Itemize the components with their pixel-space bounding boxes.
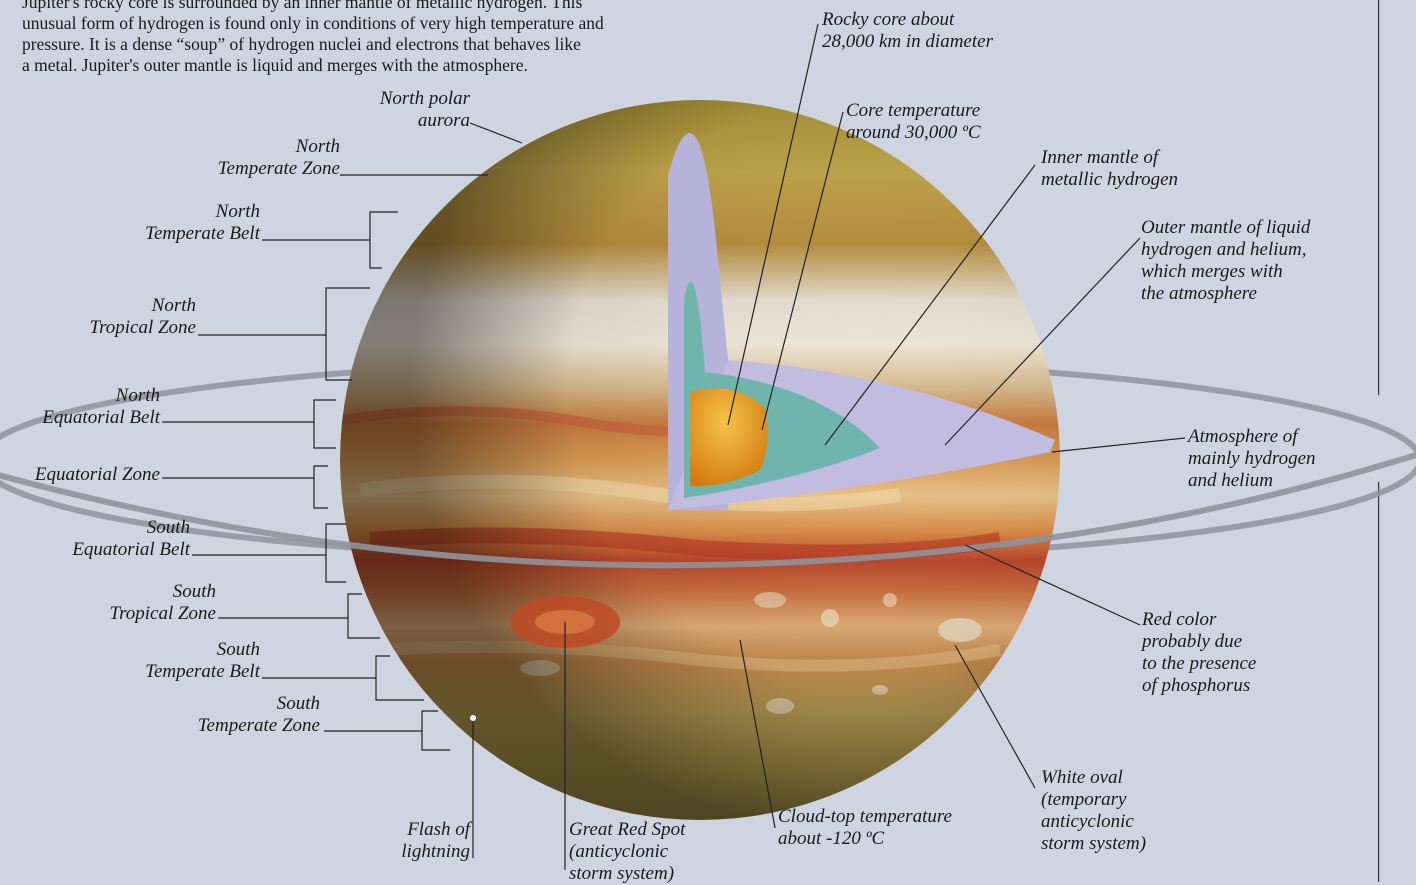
label-line: Great Red Spot — [569, 819, 685, 841]
label-line: Inner mantle of — [1041, 147, 1178, 169]
label-north-temperate-belt: North Temperate Belt — [110, 201, 260, 245]
label-north-polar-aurora: North polar aurora — [330, 88, 470, 132]
label-line: and helium — [1188, 470, 1316, 492]
label-line: Tropical Zone — [50, 317, 196, 339]
label-line: of phosphorus — [1142, 675, 1256, 697]
label-line: North polar — [330, 88, 470, 110]
label-line: North — [10, 385, 160, 407]
label-line: metallic hydrogen — [1041, 169, 1178, 191]
label-line: Atmosphere of — [1188, 426, 1316, 448]
label-flash-of-lightning: Flash of lightning — [360, 819, 470, 863]
label-line: storm system) — [1041, 833, 1146, 855]
intro-line-3: pressure. It is a dense “soup” of hydrog… — [22, 34, 782, 55]
label-inner-mantle: Inner mantle of metallic hydrogen — [1041, 147, 1178, 191]
lightning-flash-icon — [470, 715, 476, 721]
label-line: about -120 ºC — [778, 828, 952, 850]
label-line: South — [40, 517, 190, 539]
label-south-equatorial-belt: South Equatorial Belt — [40, 517, 190, 561]
label-cloud-top-temperature: Cloud-top temperature about -120 ºC — [778, 806, 952, 850]
label-line: hydrogen and helium, — [1141, 239, 1310, 261]
label-line: (temporary — [1041, 789, 1146, 811]
label-line: North — [50, 295, 196, 317]
label-line: Red color — [1142, 609, 1256, 631]
label-line: lightning — [360, 841, 470, 863]
label-line: Rocky core about — [822, 9, 993, 31]
label-line: North — [110, 201, 260, 223]
rocky-core — [690, 388, 768, 486]
label-great-red-spot: Great Red Spot (anticyclonic storm syste… — [569, 819, 685, 885]
label-line: South — [76, 581, 216, 603]
label-north-temperate-zone: North Temperate Zone — [180, 136, 340, 180]
label-line: anticyclonic — [1041, 811, 1146, 833]
intro-paragraph: Jupiter's rocky core is surrounded by an… — [22, 0, 782, 76]
label-north-equatorial-belt: North Equatorial Belt — [10, 385, 160, 429]
label-line: South — [160, 693, 320, 715]
label-line: Cloud-top temperature — [778, 806, 952, 828]
intro-line-1: Jupiter's rocky core is surrounded by an… — [22, 0, 782, 13]
intro-line-2: unusual form of hydrogen is found only i… — [22, 13, 782, 34]
label-line: Temperate Belt — [110, 223, 260, 245]
label-line: which merges with — [1141, 261, 1310, 283]
label-line: probably due — [1142, 631, 1256, 653]
label-line: Temperate Belt — [110, 661, 260, 683]
label-line: the atmosphere — [1141, 283, 1310, 305]
label-line: (anticyclonic — [569, 841, 685, 863]
label-line: Flash of — [360, 819, 470, 841]
label-equatorial-zone: Equatorial Zone — [4, 464, 160, 486]
label-line: South — [110, 639, 260, 661]
label-line: around 30,000 ºC — [846, 122, 981, 144]
label-north-tropical-zone: North Tropical Zone — [50, 295, 196, 339]
label-rocky-core: Rocky core about 28,000 km in diameter — [822, 9, 993, 53]
label-line: Tropical Zone — [76, 603, 216, 625]
label-line: Outer mantle of liquid — [1141, 217, 1310, 239]
label-south-temperate-zone: South Temperate Zone — [160, 693, 320, 737]
label-line: to the presence — [1142, 653, 1256, 675]
label-line: Equatorial Belt — [40, 539, 190, 561]
label-line: Temperate Zone — [160, 715, 320, 737]
label-south-temperate-belt: South Temperate Belt — [110, 639, 260, 683]
label-line: mainly hydrogen — [1188, 448, 1316, 470]
label-line: Temperate Zone — [180, 158, 340, 180]
label-atmosphere: Atmosphere of mainly hydrogen and helium — [1188, 426, 1316, 492]
label-south-tropical-zone: South Tropical Zone — [76, 581, 216, 625]
label-line: North — [180, 136, 340, 158]
label-outer-mantle: Outer mantle of liquid hydrogen and heli… — [1141, 217, 1310, 305]
label-line: Equatorial Zone — [4, 464, 160, 486]
label-line: Core temperature — [846, 100, 981, 122]
jupiter-sphere — [340, 100, 1060, 820]
label-line: aurora — [330, 110, 470, 132]
intro-line-4: a metal. Jupiter's outer mantle is liqui… — [22, 55, 782, 76]
label-line: 28,000 km in diameter — [822, 31, 993, 53]
label-line: White oval — [1041, 767, 1146, 789]
label-red-color: Red color probably due to the presence o… — [1142, 609, 1256, 697]
label-white-oval: White oval (temporary anticyclonic storm… — [1041, 767, 1146, 855]
label-core-temperature: Core temperature around 30,000 ºC — [846, 100, 981, 144]
label-line: Equatorial Belt — [10, 407, 160, 429]
